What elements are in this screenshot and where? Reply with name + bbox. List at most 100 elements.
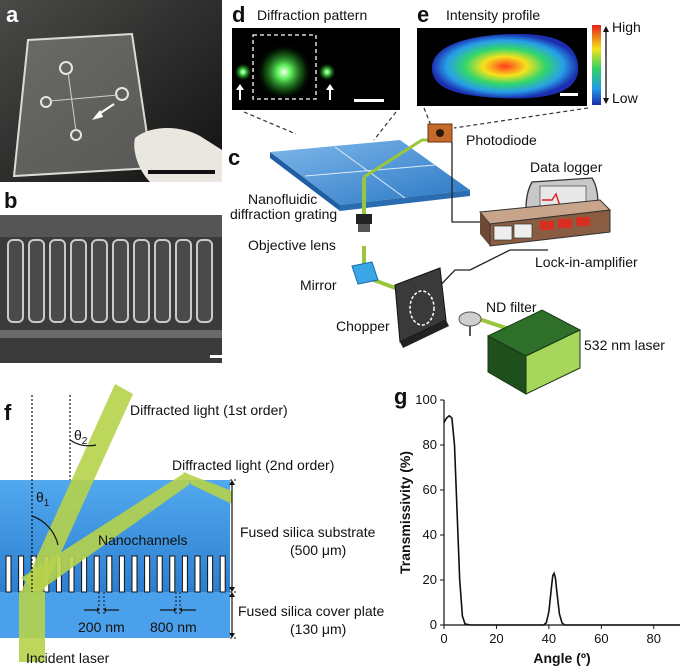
panel-a: a [0, 0, 222, 182]
label-mirror: Mirror [300, 277, 337, 293]
grating-side [340, 190, 470, 211]
arrow-head-icon [229, 592, 235, 597]
second-order-beam [21, 472, 190, 592]
photodiode-lens [436, 129, 444, 137]
objective-lens [356, 214, 372, 224]
x-tick-label: 60 [594, 631, 608, 646]
first-order-spot [234, 63, 252, 81]
x-tick-label: 0 [440, 631, 447, 646]
nanochannel-array [5, 555, 226, 593]
label-grating-2: diffraction grating [230, 206, 337, 222]
scale-low-label: Low [612, 90, 639, 106]
label-chopper: Chopper [336, 318, 390, 334]
lock-in-side [480, 212, 490, 246]
chip-channel [67, 71, 77, 132]
fingertip [134, 128, 222, 182]
nanochannel [144, 555, 151, 593]
panel-d: d Diffraction pattern [232, 2, 400, 110]
sem-channel [175, 239, 192, 323]
panel-f: θ2 θ1 Diffracted light (1st order) Diffr… [0, 384, 385, 666]
sem-top-edge [0, 215, 222, 237]
nanochannel [118, 555, 125, 593]
nanochannel [18, 555, 25, 593]
sem-channel [70, 239, 87, 323]
nanochannel [156, 555, 163, 593]
label-incident: Incident laser [26, 650, 110, 666]
chip-channel [49, 94, 119, 102]
nanochannel [207, 555, 214, 593]
panel-label-d: d [232, 2, 245, 27]
display-icon [540, 221, 554, 230]
label-data-logger: Data logger [530, 159, 603, 175]
mirror [351, 261, 379, 285]
arrow-head-icon [92, 110, 103, 120]
zero-order-spot [256, 44, 312, 100]
label-photodiode: Photodiode [466, 132, 537, 148]
connector-line [453, 107, 589, 129]
glass-chip [12, 32, 154, 178]
panel-label-e: e [417, 2, 429, 27]
y-tick-label: 0 [430, 617, 437, 632]
label-diffracted-1: Diffracted light (1st order) [130, 402, 288, 418]
objective-lens [358, 224, 370, 232]
display-icon [558, 219, 572, 228]
second-order-beam-out [183, 472, 232, 504]
label-diffracted-2: Diffracted light (2nd order) [172, 457, 334, 473]
label-laser: 532 nm laser [584, 337, 665, 353]
label-nd-filter: ND filter [486, 299, 537, 315]
arrow-head-icon [180, 607, 182, 613]
nd-filter [458, 311, 482, 327]
sem-channels [0, 239, 222, 338]
dashed-box [252, 34, 317, 100]
first-order-spot [318, 63, 336, 81]
grating-channel [304, 164, 436, 177]
meter-icon [493, 225, 513, 241]
incident-beam [19, 592, 45, 662]
label-nanochannels: Nanochannels [98, 532, 188, 548]
series-line [443, 414, 680, 626]
connector-line [373, 111, 397, 141]
y-tick-label: 40 [423, 527, 437, 542]
x-tick-label: 40 [542, 631, 556, 646]
x-axis-label: Angle (º) [533, 650, 590, 666]
y-tick-label: 100 [415, 392, 437, 407]
arrow-head-icon [229, 633, 235, 638]
nanochannel [5, 555, 12, 593]
meter-icon [513, 223, 533, 239]
nanochannel [106, 555, 113, 593]
nanochannel [219, 555, 226, 593]
sem-channel [91, 239, 108, 323]
label-grating-1: Nanofluidic [248, 191, 317, 207]
label-800nm: 800 nm [150, 619, 197, 635]
nanochannel [194, 555, 201, 593]
scale-bar [148, 170, 215, 174]
panel-label-b: b [4, 188, 17, 213]
label-200nm: 200 nm [78, 619, 125, 635]
panel-b: b [0, 188, 242, 363]
y-tick-label: 20 [423, 572, 437, 587]
nanochannel [181, 555, 188, 593]
label-substrate-2: (500 μm) [290, 542, 346, 558]
panel-label-f: f [4, 400, 12, 425]
label-cover-1: Fused silica cover plate [238, 603, 385, 619]
panel-label-g: g [394, 384, 407, 409]
color-scale [592, 25, 601, 105]
x-tick-label: 20 [489, 631, 503, 646]
panel-title-e: Intensity profile [446, 7, 540, 23]
nanochannel [169, 555, 176, 593]
scale-high-label: High [612, 19, 641, 35]
label-cover-2: (130 μm) [290, 621, 346, 637]
sem-channel [196, 239, 213, 323]
arrow-head-icon [229, 587, 235, 592]
down-arrow-icon [603, 98, 609, 104]
label-objective: Objective lens [248, 237, 336, 253]
nanochannel [93, 555, 100, 593]
panel-label-a: a [6, 2, 19, 27]
intensity-blob [431, 34, 579, 99]
sem-channel [28, 239, 45, 323]
sem-channel [154, 239, 171, 323]
panel-e: High Low e Intensity profile [417, 2, 641, 106]
panel-label-c: c [228, 145, 240, 170]
